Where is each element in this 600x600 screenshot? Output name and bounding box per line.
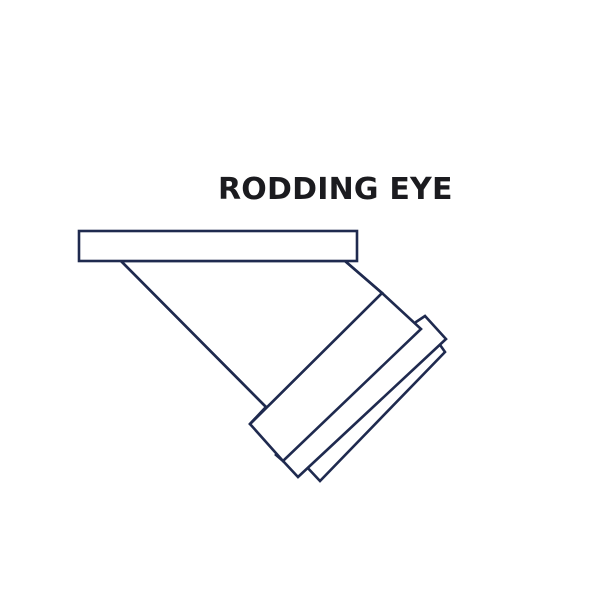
socket-join-edge [248,405,268,426]
diagram-title: RODDING EYE [218,172,453,207]
body-left-edge [119,259,268,409]
top-flange [77,229,359,263]
body-right-edge [343,259,384,295]
